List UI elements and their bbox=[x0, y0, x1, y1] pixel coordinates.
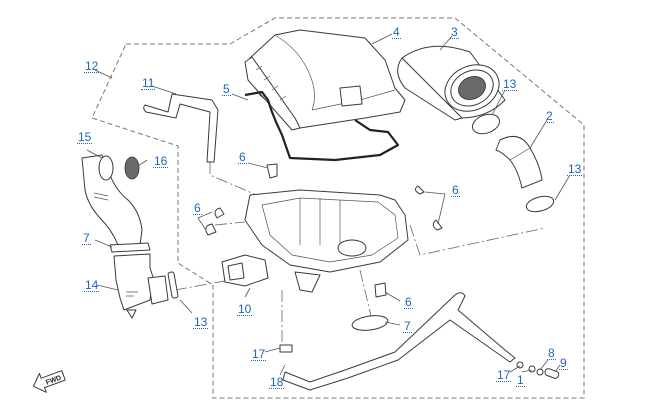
callout-4[interactable]: 4 bbox=[392, 25, 401, 39]
hose-clamp-lower bbox=[351, 315, 389, 331]
centerline-intake bbox=[174, 279, 231, 291]
clip-group bbox=[205, 163, 443, 298]
air-filter-element bbox=[397, 45, 506, 121]
callout-8[interactable]: 8 bbox=[547, 346, 556, 360]
callout-17b[interactable]: 17 bbox=[496, 368, 512, 382]
callout-16[interactable]: 16 bbox=[153, 154, 169, 168]
intake-duct bbox=[81, 154, 143, 246]
callout-5[interactable]: 5 bbox=[222, 82, 231, 96]
elbow-intake-hose bbox=[495, 135, 543, 189]
callout-18[interactable]: 18 bbox=[269, 375, 285, 389]
callout-13a[interactable]: 13 bbox=[502, 77, 518, 91]
callout-11[interactable]: 11 bbox=[141, 76, 156, 90]
callout-10[interactable]: 10 bbox=[237, 302, 253, 316]
forward-arrow-icon: FWD bbox=[32, 370, 66, 393]
callout-1[interactable]: 1 bbox=[516, 373, 525, 387]
assembly-boundary bbox=[91, 17, 585, 399]
centerline-clips-right bbox=[409, 224, 546, 256]
callout-13c[interactable]: 13 bbox=[193, 315, 209, 329]
hose-clamp-right bbox=[525, 195, 555, 213]
callout-12[interactable]: 12 bbox=[84, 59, 100, 73]
breather-hose bbox=[143, 93, 219, 163]
callout-15[interactable]: 15 bbox=[77, 130, 93, 144]
callout-6d[interactable]: 6 bbox=[404, 295, 413, 309]
lid-gasket bbox=[244, 90, 400, 162]
hose-clamp-intake bbox=[167, 271, 179, 299]
callout-13b[interactable]: 13 bbox=[567, 162, 583, 176]
callout-3[interactable]: 3 bbox=[450, 25, 459, 39]
intake-adapter bbox=[113, 253, 169, 319]
callout-6a[interactable]: 6 bbox=[238, 150, 247, 164]
callout-2[interactable]: 2 bbox=[545, 109, 554, 123]
hose-clamp-upper bbox=[471, 113, 501, 135]
callout-9[interactable]: 9 bbox=[559, 356, 568, 370]
callout-14[interactable]: 14 bbox=[84, 278, 100, 292]
centerline-bottom-clamp bbox=[359, 269, 373, 321]
callout-7a[interactable]: 7 bbox=[82, 231, 91, 245]
centerline-clips-left bbox=[214, 221, 246, 226]
airbox-lid bbox=[244, 29, 406, 131]
leader-lines bbox=[86, 33, 571, 376]
airbox-housing bbox=[221, 189, 409, 293]
callout-17a[interactable]: 17 bbox=[251, 347, 267, 361]
callout-6c[interactable]: 6 bbox=[193, 201, 202, 215]
duct-gasket bbox=[109, 242, 151, 253]
drain-hose-clip bbox=[279, 344, 293, 353]
drain-hose bbox=[282, 292, 516, 391]
callout-6b[interactable]: 6 bbox=[451, 183, 460, 197]
intake-screen bbox=[124, 156, 140, 180]
callout-7b[interactable]: 7 bbox=[403, 319, 412, 333]
